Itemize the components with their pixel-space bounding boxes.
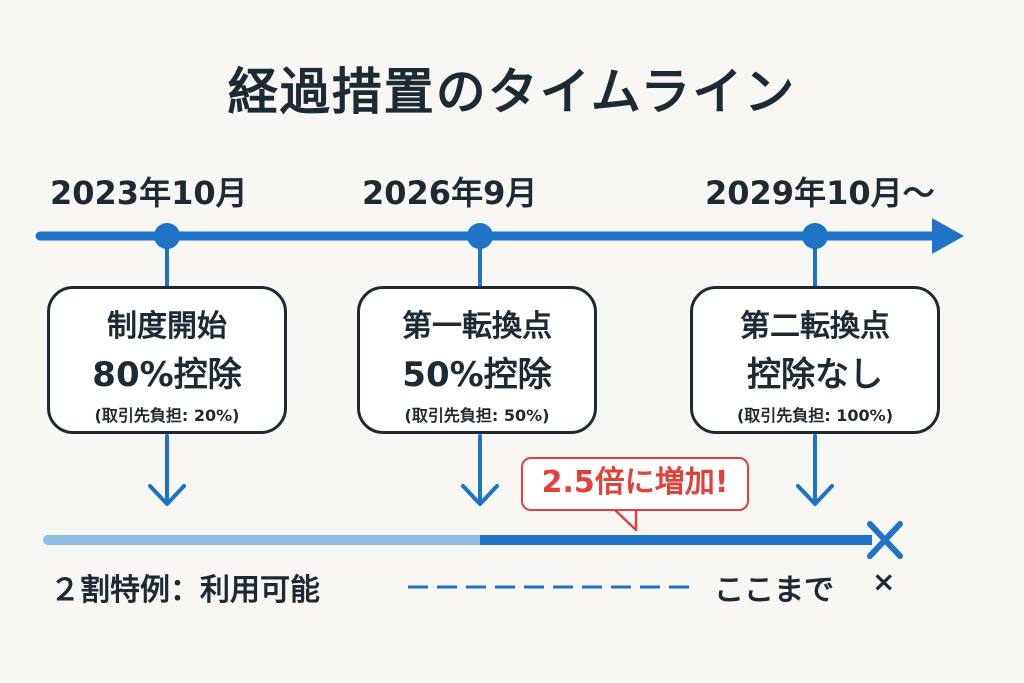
timeline-arrowhead bbox=[932, 218, 964, 254]
down-arrow-head-1 bbox=[148, 484, 186, 506]
milestone-3-burden: (取引先負担: 100%) bbox=[736, 406, 894, 425]
milestone-box-1: 制度開始 80%控除 (取引先負担: 20%) bbox=[47, 286, 287, 434]
special-rule-label: ２割特例：利用可能 bbox=[50, 573, 320, 608]
milestone-box-2: 第一転換点 50%控除 (取引先負担: 50%) bbox=[357, 286, 597, 434]
milestone-3-heading: 第二転換点 bbox=[740, 309, 890, 344]
milestone-box-3: 第二転換点 控除なし (取引先負担: 100%) bbox=[690, 286, 940, 434]
milestone-2-deduction: 50%控除 bbox=[402, 355, 552, 395]
date-label-2026: 2026年9月 bbox=[362, 174, 538, 212]
date-label-2029: 2029年10月～ bbox=[705, 174, 935, 212]
until-here-label: ここまで bbox=[714, 573, 834, 608]
end-x-mark: × bbox=[872, 565, 896, 598]
milestone-2-heading: 第一転換点 bbox=[402, 309, 552, 344]
milestone-3-deduction: 控除なし bbox=[747, 355, 883, 395]
milestone-1-burden: (取引先負担: 20%) bbox=[94, 406, 240, 425]
down-arrow-head-2 bbox=[461, 484, 499, 506]
milestone-2-burden: (取引先負担: 50%) bbox=[404, 406, 550, 425]
date-label-2023: 2023年10月 bbox=[50, 174, 248, 212]
bar-end-cross bbox=[867, 521, 903, 559]
down-arrow-head-3 bbox=[796, 484, 834, 506]
milestone-1-deduction: 80%控除 bbox=[92, 355, 242, 395]
callout-tail bbox=[612, 507, 638, 532]
increase-callout: 2.5倍に増加! bbox=[521, 457, 749, 511]
milestone-1-heading: 制度開始 bbox=[107, 309, 227, 344]
diagram-title: 経過措置のタイムライン bbox=[227, 63, 797, 121]
